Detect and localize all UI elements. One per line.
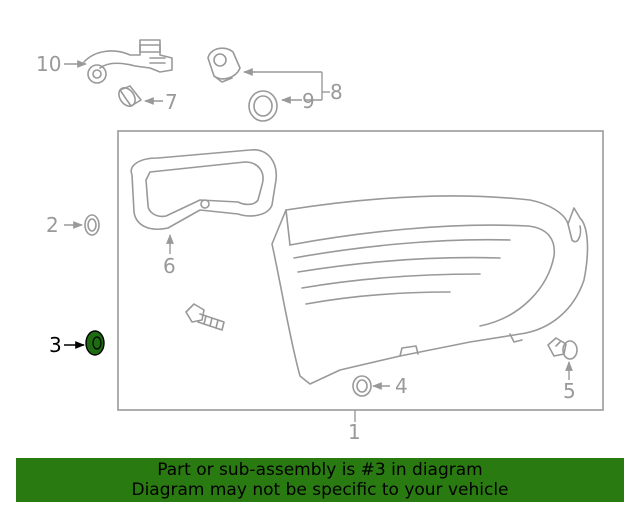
part-6-seal[interactable] xyxy=(130,149,277,230)
part-1-lamp-housing[interactable] xyxy=(271,195,589,385)
callout-1[interactable]: 1 xyxy=(348,420,361,444)
part-2-grommet[interactable] xyxy=(84,214,100,236)
part-3-nut[interactable] xyxy=(85,330,105,356)
screw[interactable] xyxy=(185,303,225,331)
callout-6[interactable]: 6 xyxy=(163,254,176,278)
part-8-socket[interactable] xyxy=(207,47,241,83)
part-5-clip[interactable] xyxy=(547,337,578,360)
callout-2[interactable]: 2 xyxy=(46,213,59,237)
parts-diagram: 10 7 8 9 2 6 3 4 5 1 xyxy=(36,39,604,444)
callout-8[interactable]: 8 xyxy=(330,80,343,104)
part-7-bulb[interactable] xyxy=(116,85,142,109)
banner-line-2: Diagram may not be specific to your vehi… xyxy=(131,480,509,500)
callout-4[interactable]: 4 xyxy=(395,374,408,398)
callout-9[interactable]: 9 xyxy=(302,89,315,113)
callout-10[interactable]: 10 xyxy=(36,52,61,76)
part-10-socket-harness[interactable] xyxy=(83,39,173,84)
part-4-washer[interactable] xyxy=(352,375,372,397)
assembly-frame xyxy=(117,130,604,411)
part-9-gasket[interactable] xyxy=(248,90,278,122)
callout-7[interactable]: 7 xyxy=(165,90,178,114)
callout-3[interactable]: 3 xyxy=(49,333,62,357)
callout-5[interactable]: 5 xyxy=(563,379,576,403)
banner-line-1: Part or sub-assembly is #3 in diagram xyxy=(157,460,483,480)
highlight-banner: Part or sub-assembly is #3 in diagram Di… xyxy=(16,458,624,502)
